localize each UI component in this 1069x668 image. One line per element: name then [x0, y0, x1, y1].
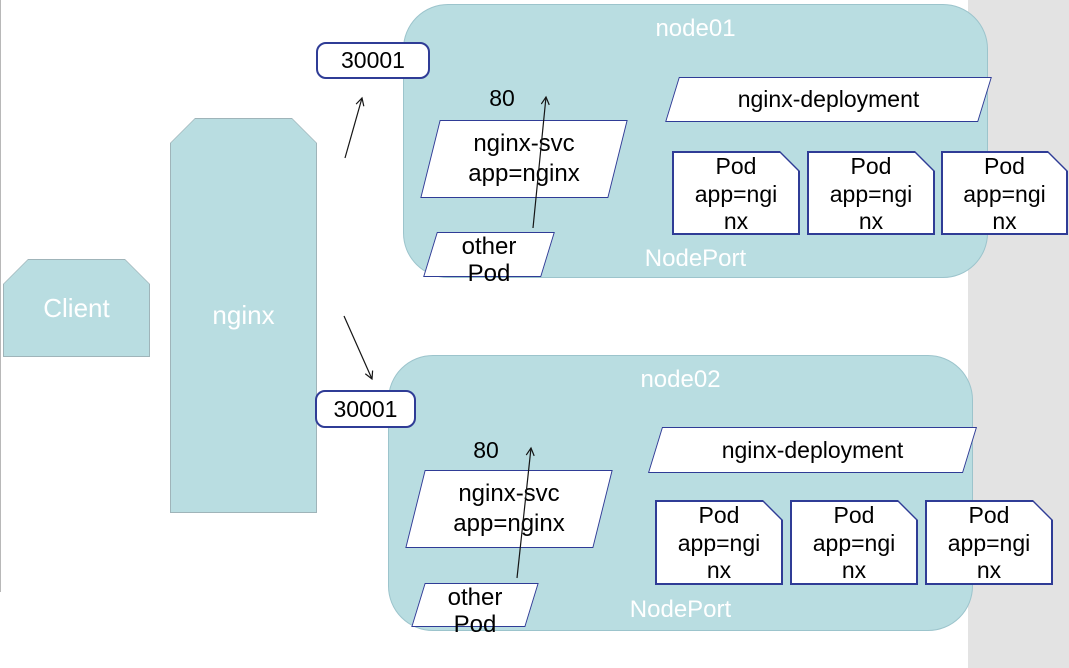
pod-line1: Pod [968, 502, 1010, 528]
node02-service-line1: nginx-svc [458, 480, 560, 507]
node02-service-line2: app=nginx [453, 510, 565, 537]
pod-line3: nx [841, 557, 867, 583]
node01-port80-label: 80 [489, 85, 515, 111]
pod-shape-fill [792, 502, 916, 583]
client-label: Client [43, 292, 110, 323]
pod-line2: app=ngi [677, 529, 761, 556]
pod-line2: app=ngi [694, 180, 778, 207]
pod-line1: Pod [715, 153, 757, 179]
pod-shape-fill [657, 502, 781, 583]
nodeport-chip-top-label: 30001 [341, 47, 405, 73]
client-box-fill [4, 260, 149, 356]
pod-line3: nx [858, 208, 884, 234]
pod-line2: app=ngi [829, 180, 913, 207]
pod-line2: app=ngi [947, 529, 1031, 556]
pod-line3: nx [723, 208, 749, 234]
node01-pod-1: Pod app=ngi nx [672, 151, 800, 235]
nginx-box: nginx [170, 118, 317, 513]
node01-pod-2: Pod app=ngi nx [807, 151, 935, 235]
node02-title: node02 [640, 366, 721, 393]
node02-pod-2: Pod app=ngi nx [790, 500, 918, 585]
arrow-nginx-to-port-top [344, 98, 362, 159]
nginx-label: nginx [212, 300, 275, 330]
pod-line1: Pod [698, 502, 740, 528]
arrow-nginx-to-port-bottom [343, 315, 372, 379]
left-edge-line [0, 0, 1, 592]
node01-other-pod-line1: other [461, 233, 517, 260]
pod-line1: Pod [984, 153, 1025, 179]
node02-service-shape: nginx-svc app=nginx [405, 470, 613, 548]
pod-line2: app=ngi [963, 180, 1046, 207]
pod-line1: Pod [850, 153, 892, 179]
node01-other-pod-shape: other Pod [423, 232, 555, 287]
node01-other-pod-line2: Pod [467, 260, 511, 287]
nginx-box-fill [171, 119, 316, 512]
node01-pod-3: Pod app=ngi nx [941, 151, 1068, 235]
nodeport-chip-bottom: 30001 [315, 390, 416, 428]
client-box: Client [3, 259, 150, 357]
node01-deployment-label: nginx-deployment [737, 86, 920, 112]
node02-port80-label: 80 [473, 437, 499, 463]
pod-line3: nx [706, 557, 732, 583]
pod-line3: nx [976, 557, 1002, 583]
nodeport-chip-top: 30001 [316, 42, 430, 79]
node02-other-pod-line1: other [447, 584, 503, 611]
node01-service-line1: nginx-svc [473, 130, 575, 157]
node02-other-pod-line2: Pod [453, 611, 497, 638]
node02-nodeport-label: NodePort [629, 596, 732, 623]
pod-shape-fill [674, 153, 798, 233]
pod-shape-fill [927, 502, 1051, 583]
nodeport-chip-bottom-label: 30001 [333, 395, 398, 422]
pod-shape-fill [809, 153, 933, 233]
pod-shape-fill [943, 153, 1066, 233]
pod-line2: app=ngi [812, 529, 896, 556]
node02-deployment-label: nginx-deployment [721, 436, 904, 463]
node01-title: node01 [655, 15, 736, 42]
node02-deployment-shape: nginx-deployment [647, 427, 978, 473]
node02-pod-3: Pod app=ngi nx [925, 500, 1053, 585]
node02-pod-1: Pod app=ngi nx [655, 500, 783, 585]
node01-deployment-shape: nginx-deployment [665, 77, 992, 122]
pod-line1: Pod [833, 502, 875, 528]
node02-other-pod-shape: other Pod [411, 583, 539, 638]
node01-service-line2: app=nginx [468, 160, 580, 187]
pod-line3: nx [992, 208, 1017, 234]
node01-nodeport-label: NodePort [644, 245, 747, 272]
node01-service-shape: nginx-svc app=nginx [420, 120, 628, 198]
